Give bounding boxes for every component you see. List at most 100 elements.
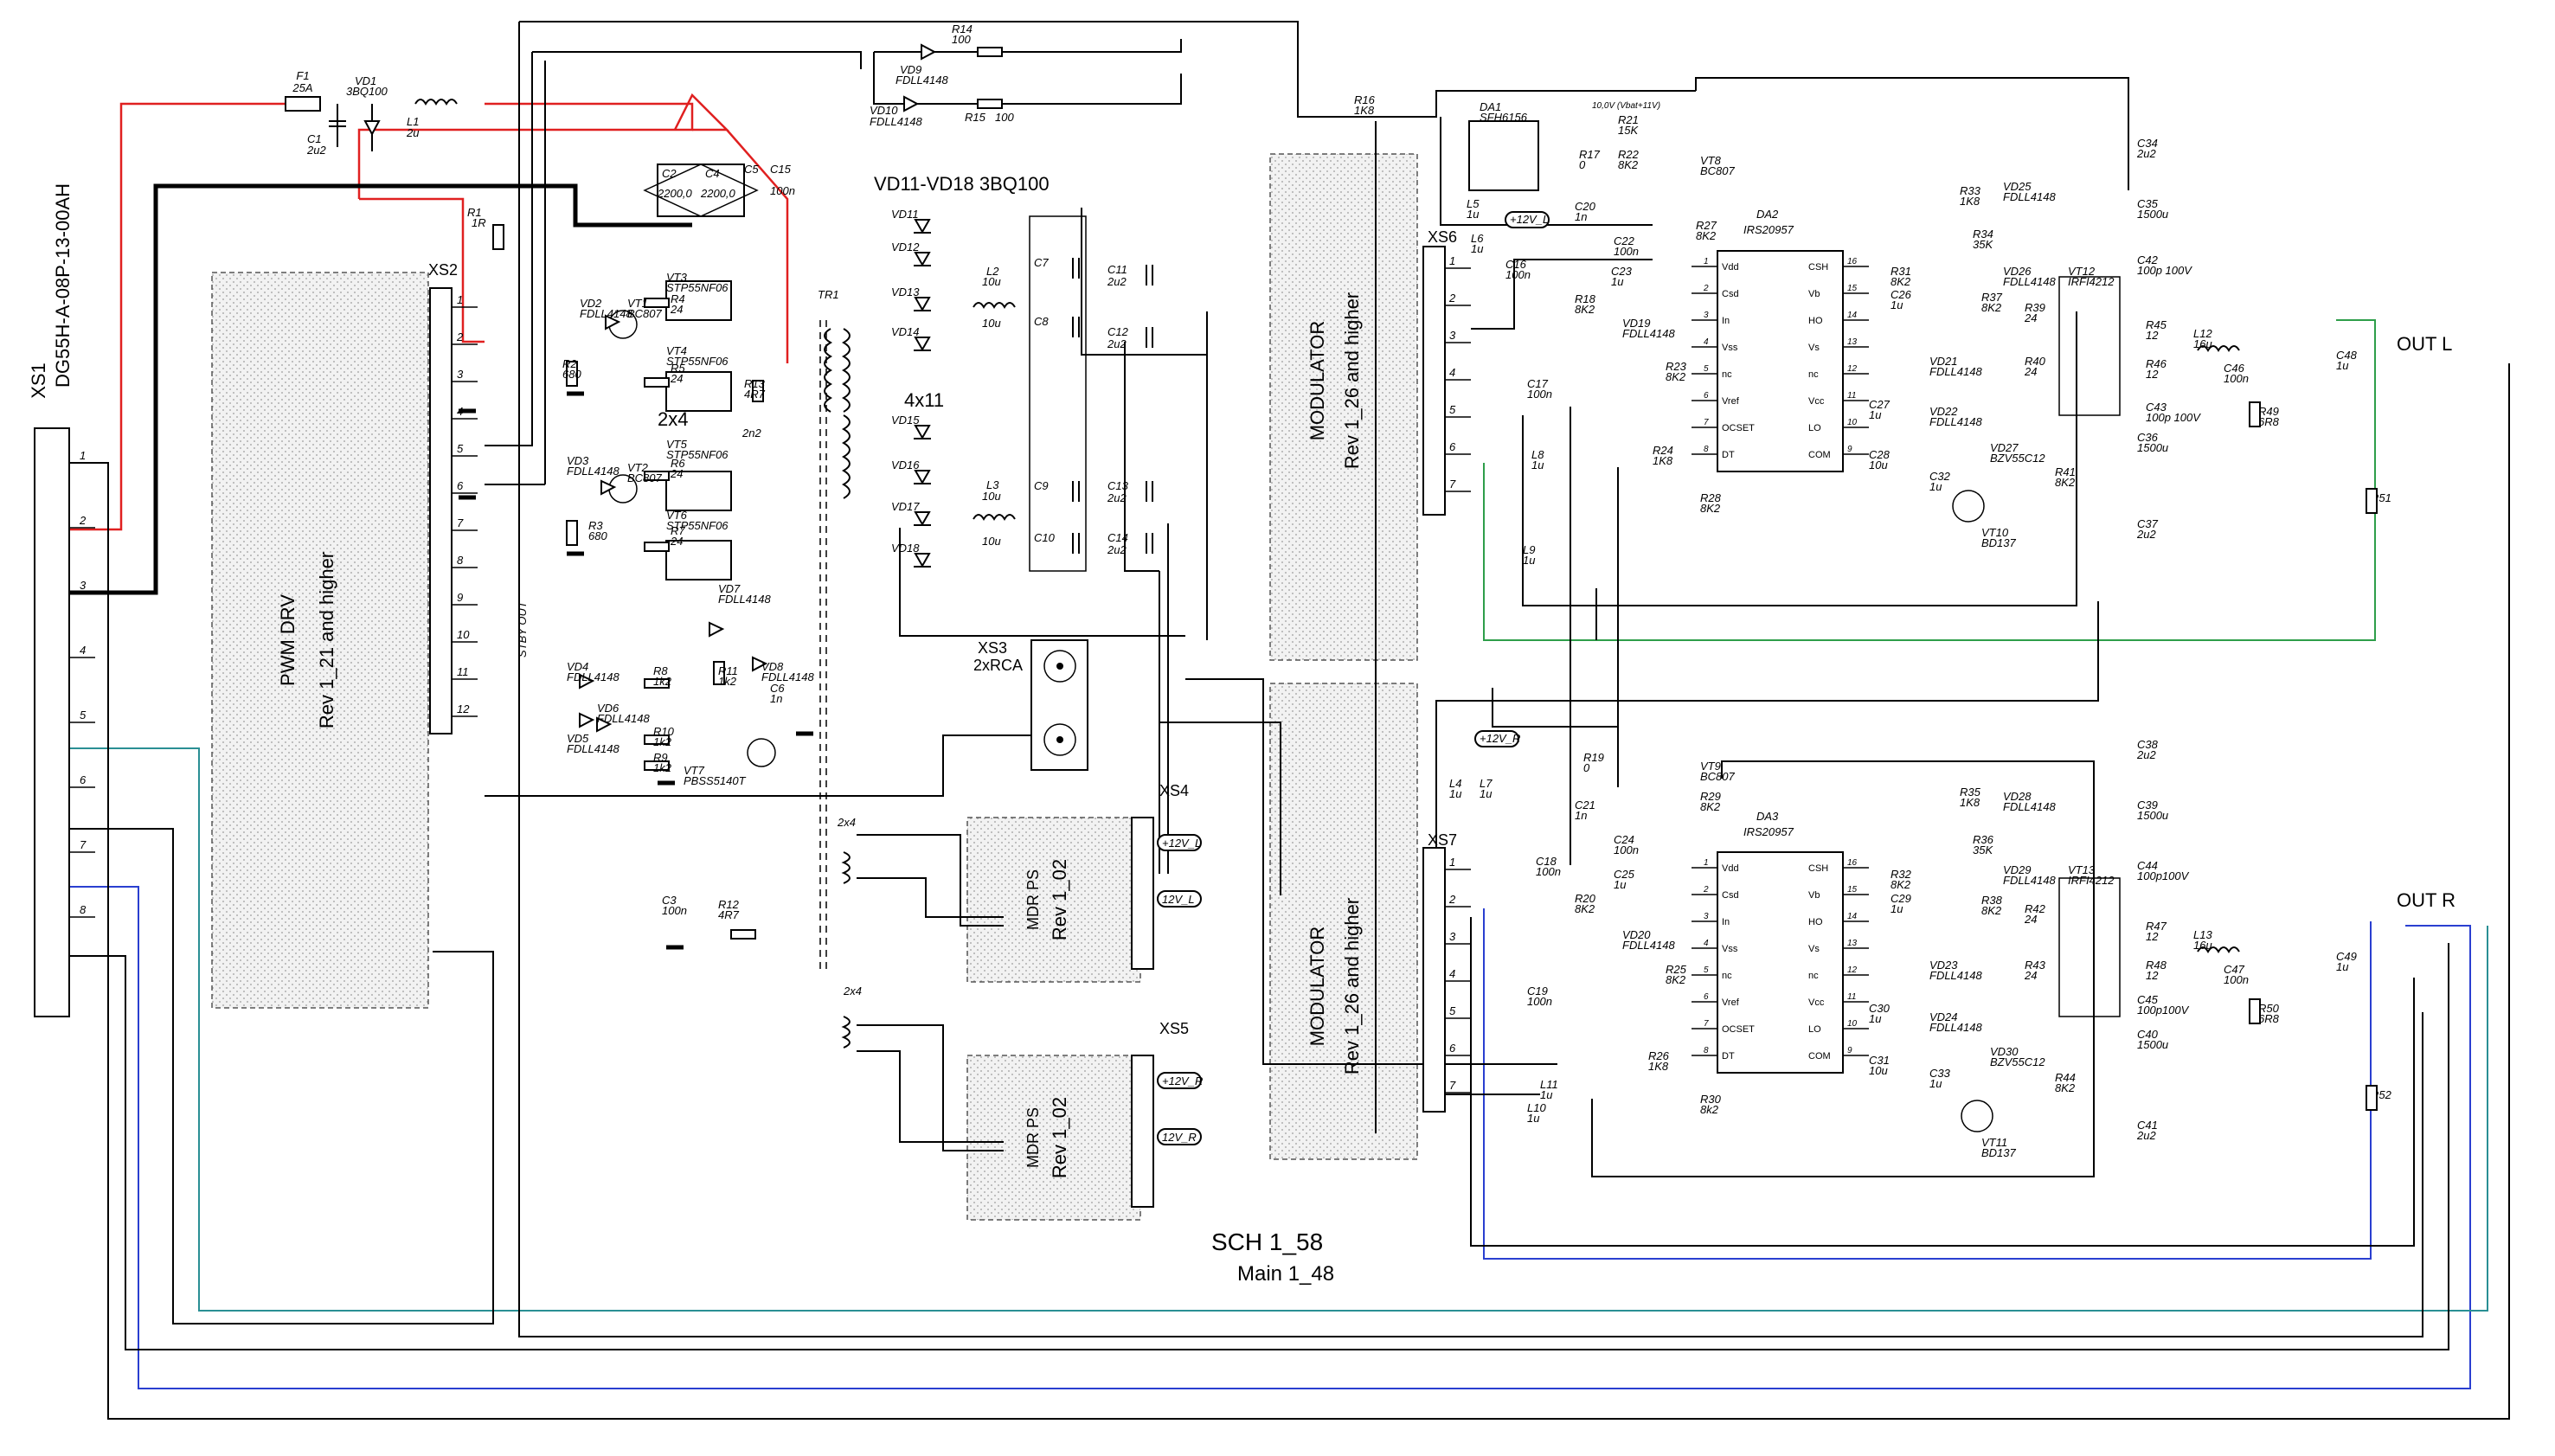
drv-vt3-val: STP55NF06 [666,281,729,294]
da2-pin-num: 3 [1704,311,1709,320]
ch-r-vd29-ref: VD29 [2003,863,2032,876]
ch-l-r45-ref: R45 [2146,318,2167,331]
ch-l-c36-ref: C36 [2137,431,2159,444]
cap-c7: C7 [1034,256,1049,269]
ch-r-r43-ref: R43 [2025,959,2046,972]
da3-pin-ho: HO [1808,917,1823,927]
l2-ref: L2 [986,265,999,278]
diode-vd11-icon [914,219,931,234]
ch-r-vd20-val: FDLL4148 [1622,939,1675,952]
ch-r-c47-ref: C47 [2224,963,2245,976]
modulator-top-rev: Rev 1_26 and higher [1341,292,1363,469]
ch-r-c24-ref: C24 [1614,833,1634,846]
diode-vd12-icon [914,252,931,267]
mdr-ps-bottom-rev: Rev 1_02 [1049,1097,1070,1178]
da3-pin-vss: Vss [1722,944,1738,954]
ch-l-c42-val: 100p 100V [2137,264,2192,277]
ch-l-c22-val: 100n [1614,245,1639,258]
xs2-pin-3: 3 [457,368,464,381]
ch-l-vt8-val: BC807 [1700,164,1736,177]
ch-l-r17-val: 0 [1579,158,1586,171]
ch-l-vd27-val: BZV55C12 [1990,452,2045,465]
da3-pin-num: 14 [1847,912,1858,921]
xs1-name: XS1 [28,362,49,399]
l1-ref: L1 [407,115,419,128]
ch-r-vd20-ref: VD20 [1622,928,1651,941]
transistor-icon [1961,1100,1993,1132]
l2-val-b: 10u [982,317,1001,330]
drv-r7: R7 [671,524,685,537]
xs2-pin-2: 2 [456,330,464,343]
drv-vt6-val: STP55NF06 [666,519,729,532]
ch-l-l8-val: 1u [1531,459,1544,471]
ch-r-c31-val: 10u [1869,1064,1888,1077]
xs4-connector: XS4 +12V_L 12V_L [1131,782,1202,970]
ch-r-c33-ref: C33 [1929,1067,1951,1080]
ch-r-c41-ref: C41 [2137,1119,2158,1132]
cap-c9: C9 [1034,479,1049,492]
vt12-box [2058,276,2121,416]
da3-pin-num: 8 [1704,1046,1709,1055]
ch-r-vd30-ref: VD30 [1990,1045,2019,1058]
xs2-pin-5: 5 [457,442,464,455]
ch-l-vd25-val: FDLL4148 [2003,190,2056,203]
ch-l-da1-val: SFH6156 [1480,111,1528,124]
ch-l-c35-val: 1500u [2137,208,2168,221]
output-inductor-icon [2197,345,2240,352]
diode-vd18: VD18 [891,542,920,555]
drv-vd6-val: FDLL4148 [597,712,650,725]
da2-pin-vref: Vref [1722,396,1740,407]
aux-winding-bottom: 2x4 [843,985,862,997]
ch-l-c46-val: 100n [2224,372,2249,385]
ch-l-r16-val: 1K8 [1354,104,1375,117]
drv-vd2: VD2 [580,297,602,310]
ch-r-12v-text: +12V_R [1480,732,1520,745]
vd10-ref: VD10 [870,104,898,117]
da2-pin-num: 6 [1704,391,1709,401]
r14-val: 100 [952,33,971,46]
xs1-pin-4: 4 [80,644,86,657]
xs2-stby-label: STBY OUT [516,600,529,657]
ch-r-l4-ref: L4 [1449,777,1461,790]
xs3-type: 2xRCA [973,657,1023,674]
ch-r-vd24-ref: VD24 [1929,1010,1958,1023]
xs5-connector: XS5 +12V_R 12V_R [1131,1020,1203,1208]
ch-r-c38-ref: C38 [2137,738,2159,751]
ch-r-c19-val: 100n [1527,995,1552,1008]
da3-pin-num: 11 [1847,992,1856,1002]
drv-r12-val: 4R7 [718,908,740,921]
xs2-pin-11: 11 [457,665,469,678]
da2-pin-csh: CSH [1808,262,1828,273]
ch-l-c42-ref: C42 [2137,253,2159,266]
r1-ref: R1 [467,206,482,219]
xs1-pin-3: 3 [80,579,87,592]
da3-pin-vb: Vb [1808,890,1820,901]
l1-val: 2u [406,126,419,139]
da2-pin-vs: Vs [1808,343,1820,353]
ch-r-c44-ref: C44 [2137,859,2158,872]
f1-ref: F1 [296,69,309,82]
da3-pin-csh: CSH [1808,863,1828,874]
da3-pin-num: 13 [1847,939,1858,948]
ch-r-c47-val: 100n [2224,973,2249,986]
drv-vd3: VD3 [567,454,589,467]
ch-r-r29-val: 8K2 [1700,800,1721,813]
diode-vd12: VD12 [891,241,920,253]
ch-l-vt10-val: BD137 [1981,536,2017,549]
ch-r-l4-val: 1u [1449,787,1461,800]
drv-r4-val: 24 [670,303,683,316]
ch-r-r35-ref: R35 [1960,786,1981,799]
ch-r-vt9-val: BC807 [1700,770,1736,783]
ch-r-r35-val: 1K8 [1960,796,1980,809]
ch-l-vd19-ref: VD19 [1622,317,1651,330]
drv-r8: R8 [653,664,668,677]
drv-r6-val: 24 [670,467,683,480]
drv-r4: R4 [671,292,685,305]
ch-r-vd28-ref: VD28 [2003,790,2032,803]
da3-pin-num: 2 [1703,885,1709,895]
ch-l-r46-val: 12 [2146,368,2159,381]
xs7-name: XS7 [1428,831,1457,849]
ch-l-r34-ref: R34 [1973,228,1993,241]
ch-r-r50-val: 6R8 [2258,1012,2280,1025]
vd1-val: 3BQ100 [346,85,388,98]
